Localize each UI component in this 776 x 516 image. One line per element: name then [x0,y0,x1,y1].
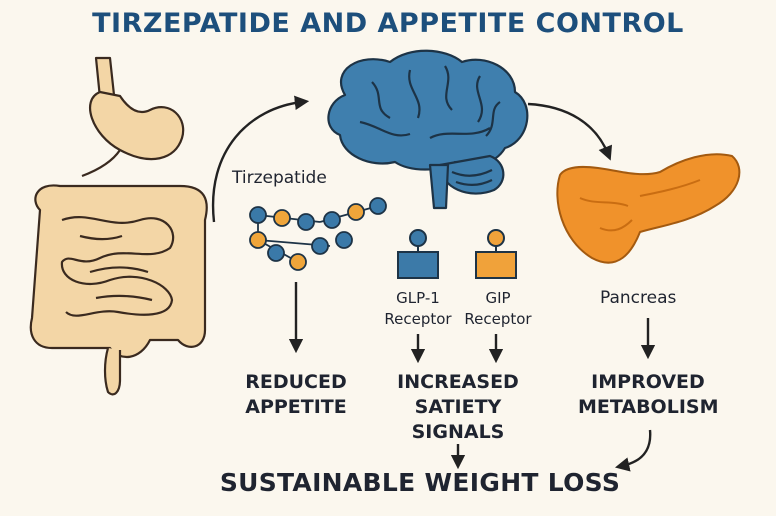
metabolism-line: METABOLISM [578,396,719,418]
final-outcome: SUSTAINABLE WEIGHT LOSS [219,468,621,497]
gip-receptor-label: GIP Receptor [458,288,538,330]
improved-line: IMPROVED [591,371,705,393]
increased-line: INCREASED [397,371,519,393]
arrow-metabolism-to-final [614,429,652,472]
reduced-line: REDUCED [245,371,347,393]
increased-satiety-outcome: INCREASED SATIETY SIGNALS [392,370,524,445]
glp1-line1: GLP-1 [396,289,440,307]
page-title: TIRZEPATIDE AND APPETITE CONTROL [92,8,684,39]
glp1-line2: Receptor [384,310,452,328]
appetite-line: APPETITE [245,396,347,418]
satiety-line: SATIETY [414,396,502,418]
brain-icon [327,49,529,210]
peptide-chain-icon [249,197,387,271]
signals-line: SIGNALS [411,421,505,443]
gip-line1: GIP [485,289,511,307]
tirzepatide-label: Tirzepatide [232,168,327,188]
gip-receptor-icon [475,229,517,279]
arrow-brain-to-pancreas [527,102,613,161]
arrow-gut-to-brain [211,95,310,223]
gip-line2: Receptor [464,310,532,328]
improved-metabolism-outcome: IMPROVED METABOLISM [578,370,718,420]
glp1-receptor-icon [397,229,439,279]
glp1-receptor-label: GLP-1 Receptor [378,288,458,330]
pancreas-label: Pancreas [600,288,677,308]
flow-arrows [211,95,656,472]
pancreas-icon [556,153,741,264]
reduced-appetite-outcome: REDUCED APPETITE [236,370,356,420]
digestive-system-icon [29,56,208,396]
